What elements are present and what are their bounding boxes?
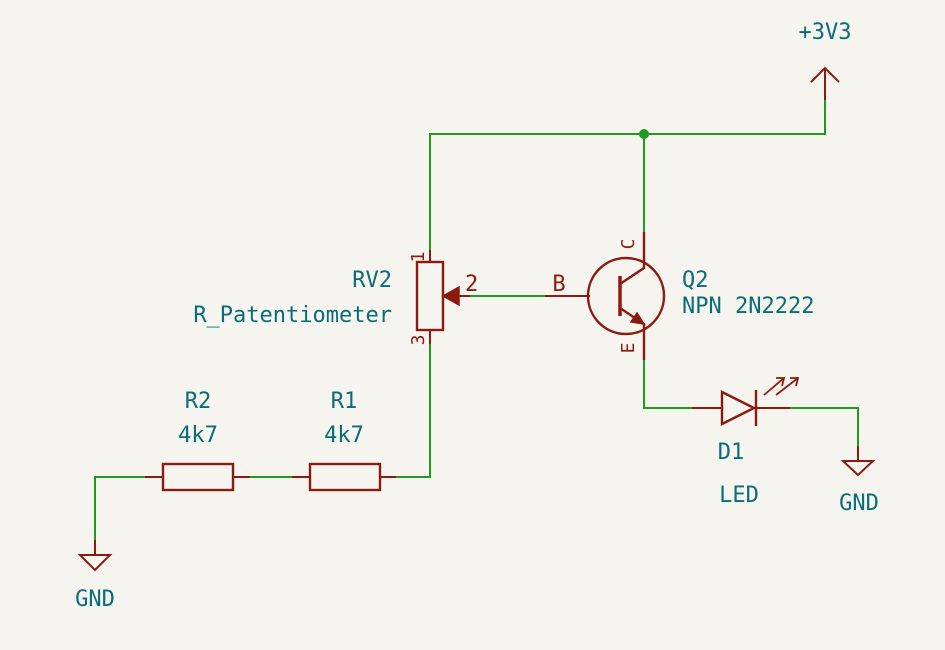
r2-ref-label: R2 xyxy=(185,389,212,414)
r2-value-label: 4k7 xyxy=(178,423,218,448)
wires xyxy=(94,99,859,541)
q2-ref-label: Q2 xyxy=(682,268,709,293)
resistor-r2[interactable]: R2 4k7 xyxy=(145,389,250,492)
wire-pot-r1[interactable] xyxy=(395,343,431,478)
gnd-right-symbol[interactable]: GND xyxy=(839,446,879,516)
gnd-left-label: GND xyxy=(75,587,115,612)
wire-vcc-bus[interactable] xyxy=(429,99,826,251)
rv2-pin3-label: 3 xyxy=(408,335,429,346)
gnd-right-label: GND xyxy=(839,491,879,516)
vcc-label: +3V3 xyxy=(799,20,852,45)
led-emission-arrows-icon xyxy=(763,377,800,396)
d1-ref-label: D1 xyxy=(718,440,745,465)
wire-emitter-led[interactable] xyxy=(643,359,693,409)
rv2-pin1-label: 1 xyxy=(408,252,429,263)
potentiometer-rv2[interactable]: 1 2 3 RV2 R_Patentiometer xyxy=(193,250,478,345)
r1-ref-label: R1 xyxy=(331,389,358,414)
rv2-pin2-label: 2 xyxy=(465,272,478,297)
wire-r2-gnd[interactable] xyxy=(94,476,146,541)
d1-value-label: LED xyxy=(719,483,759,508)
resistor-r1[interactable]: R1 4k7 xyxy=(292,389,396,492)
wire-led-gnd[interactable] xyxy=(789,407,859,447)
junction-dot xyxy=(639,129,649,139)
gnd-left-symbol[interactable]: GND xyxy=(75,540,115,612)
q2-pin-e-label: E xyxy=(618,343,639,354)
q2-pin-c-label: C xyxy=(618,239,639,250)
transistor-q2[interactable]: B C E Q2 NPN 2N2222 xyxy=(545,232,814,360)
led-d1[interactable]: D1 LED xyxy=(692,377,800,508)
rv2-ref-label: RV2 xyxy=(352,268,392,293)
r1-value-label: 4k7 xyxy=(324,423,364,448)
rv2-value-label: R_Patentiometer xyxy=(193,303,392,328)
q2-pin-b-label: B xyxy=(552,272,565,297)
q2-value-label: NPN 2N2222 xyxy=(682,294,814,319)
vcc-power-symbol[interactable]: +3V3 xyxy=(799,20,852,100)
